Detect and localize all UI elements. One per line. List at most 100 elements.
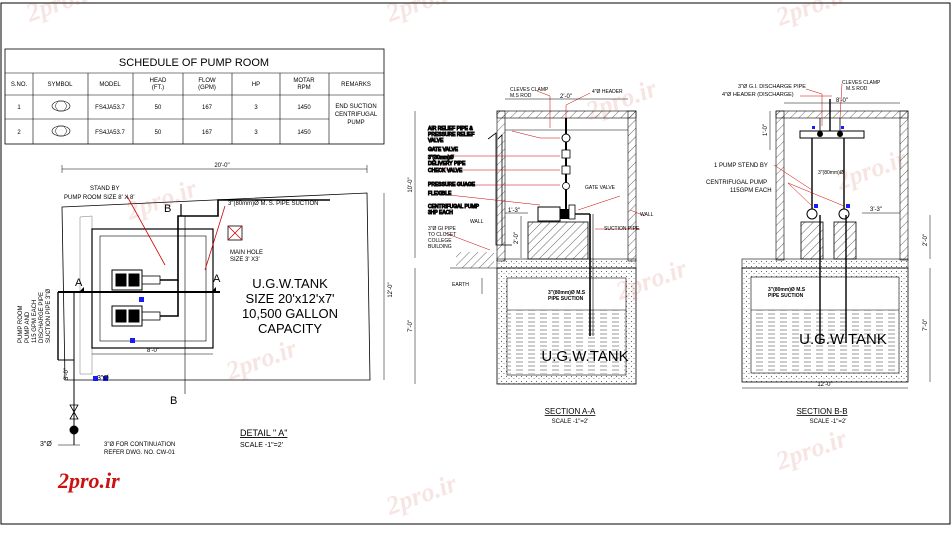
sec-bb-ms-pipe-2: PIPE SUCTION [768,293,804,299]
tank-label-2: SIZE 20'x12'x7' [245,291,334,306]
schedule-header-cell: S.NO. [11,82,28,88]
sec-aa-title: SECTION A-A [545,407,596,416]
tank-label-3: 10,500 GALLON [242,306,338,321]
sec-aa-pipe-note-4: BUILDING [428,244,452,250]
schedule-cell: FS4JA53.7 [95,130,125,136]
schedule-remark-2: CENTRIFUGAL [335,112,378,118]
sec-bb-stand-by: 1 PUMP STEND BY [714,163,768,169]
pump-symbol-icon [51,100,71,112]
watermark-text: 2pro.ir [121,173,201,226]
schedule-header-cell: RPM [297,85,310,91]
watermark-text: 2pro.ir [381,0,461,28]
pipe-size-label-2: 3"Ø [40,441,52,448]
schedule-header-cell: MODEL [99,82,121,88]
suction-pipe-label: 3"(80mm)Ø M. S. PIPE SUCTION [228,201,318,207]
sec-aa-ms-rod: M.S ROD [510,93,532,99]
sec-aa-dim-1: 10'-0" [408,177,414,192]
sec-aa-dim-2: 2'-0" [514,232,520,244]
schedule-header-cell: (GPM) [198,85,216,91]
detail-a-dim-top: 20'-0" [214,163,229,169]
sec-bb-dim-1: 1'-0" [763,124,769,136]
section-mark-a-right: A [213,273,221,285]
sec-bb-header: 4"Ø HEADER (DISCHARGE) [722,92,794,98]
sec-aa-left-note: DELIVERY PIPE [428,161,466,167]
pump-room-dim: 8'-0" [147,348,159,354]
sec-bb-dim-small: 3'-3" [870,207,882,213]
schedule-cell: 1450 [297,105,311,111]
site-logo: 2pro.ir [57,468,120,493]
sec-aa-left-notes: AIR RELIEF PIPE &PRESSURE RELIEFVALVEGAT… [428,126,481,217]
schedule-cell: 167 [202,105,213,111]
schedule-cell: 1450 [297,130,311,136]
pump-unit-icon [838,208,850,220]
pump-symbol-icon [51,125,71,137]
pump-unit-icon [806,208,818,220]
continuation-note-1: 3"Ø FOR CONTINUATION [104,442,175,448]
sec-aa-left-note: CHECK VALVE [428,168,463,174]
watermark-text: 2pro.ir [771,423,851,476]
sec-aa-left-note: 3"(80mm)Ø [428,155,454,161]
sec-aa-pipe-note-1: 3"Ø GI PIPE [428,226,457,232]
gate-valve-icon [561,133,571,143]
pump-unit-icon [111,305,161,327]
gate-valve-icon [69,404,79,420]
section-mark-a-left: A [75,277,83,289]
schedule-header-cell: FLOW [198,78,216,84]
sec-bb-scale: SCALE -1"=2' [810,419,847,425]
pump-room-wall [91,228,214,349]
watermark-text: 2pro.ir [381,468,461,521]
schedule-header-cell: HP [252,82,260,88]
sec-aa-left-note: 3HP EACH [428,210,453,216]
sec-aa-dim-top: 2'-0" [560,94,572,100]
detail-a-side-dim: 3'-0" [64,368,70,380]
schedule-header-cell: SYMBOL [47,82,73,88]
pump-unit-icon [111,269,161,291]
sec-aa-scale: SCALE -1"=2' [552,419,589,425]
check-valve-icon [561,149,571,159]
schedule-cell: 50 [155,105,162,111]
schedule-header-cell: HEAD [150,78,167,84]
sec-aa-pipe-note-3: COLLEGE [428,238,452,244]
manhole-label: MAIN HOLE [230,250,263,256]
sec-aa-wall2-label: WALL [640,212,654,218]
continuation-note-2: REFER DWG. NO. CW-01 [104,450,176,456]
schedule-header-cell: REMARKS [341,82,371,88]
stand-by-label: STAND BY [90,186,120,192]
left-note-5: SUCTION PIPE 3"Ø [46,289,52,343]
sec-aa-pipe-note-2: TO CLOSET [428,232,456,238]
left-note-2: PUMP AND [25,311,31,343]
sec-aa-left-note: GATE VALVE [428,147,459,153]
sec-aa-left-note: FLEXIBLE [428,191,452,197]
schedule-header-cell: (FT.) [152,85,164,91]
sec-aa-dim-3: 7'-0" [408,320,414,332]
sec-aa-header: 4"Ø HEADER [592,89,623,95]
schedule-cell: FS4JA53.7 [95,105,125,111]
sec-aa-left-note: AIR RELIEF PIPE & [428,126,473,132]
watermark-text: 2pro.ir [21,0,101,28]
schedule-title: SCHEDULE OF PUMP ROOM [119,57,269,69]
section-mark-b-bottom: B [170,395,177,407]
sec-bb-discharge-pipe: 3"Ø G.I. DISCHARGE PIPE [738,84,806,90]
sec-aa-wall-label: WALL [470,219,484,225]
sec-aa-left-note: PRESSURE GUAGE [428,182,476,188]
sec-aa-ms-pipe-1: 3"(80mm)Ø M.S [548,290,586,296]
sec-bb-dim-3: 7'-0" [923,319,929,331]
schedule-header-cell: MOTAR [293,78,315,84]
tank-outline [61,192,371,381]
sec-bb-ms-rod: M.S ROD [846,86,868,92]
sec-aa-left-note: PRESSURE RELIEF [428,132,474,138]
pump-room-size-label: PUMP ROOM SIZE 8' X 8' [64,195,135,201]
manhole-size: SIZE 3' X3' [230,257,260,263]
sec-bb-ms-pipe-1: 3"(80mm)Ø M.S [768,287,806,293]
sec-aa-earth: EARTH [452,282,469,288]
sec-aa-dim-4: 1'-3" [508,208,520,214]
sec-bb-pipe-label: 3"(80mm)Ø [818,170,844,176]
sec-bb-dim-4: 12'-0" [817,382,832,388]
tank-label-4: CAPACITY [258,321,322,336]
valve-node-icon [69,425,79,435]
detail-a-title: DETAIL " A" [240,428,287,438]
sec-aa-cleves-clamp: CLEVES CLAMP [510,87,549,93]
schedule-cell: 50 [155,130,162,136]
watermark-text: 2pro.ir [221,333,301,386]
